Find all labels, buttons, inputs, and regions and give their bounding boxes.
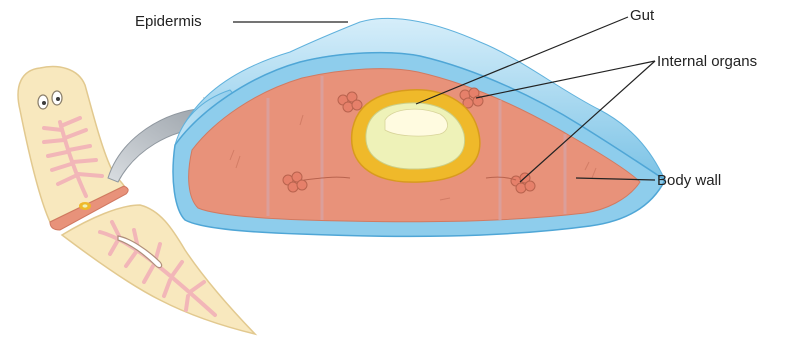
body-wall-label: Body wall	[657, 172, 721, 190]
flatworm-front-piece	[18, 67, 128, 230]
internal-organs-label: Internal organs	[657, 53, 757, 71]
epidermis-label: Epidermis	[135, 13, 202, 31]
gut	[352, 90, 480, 182]
cross-section-block	[173, 18, 665, 236]
gut-contents	[385, 109, 448, 136]
gut-label: Gut	[630, 7, 654, 25]
